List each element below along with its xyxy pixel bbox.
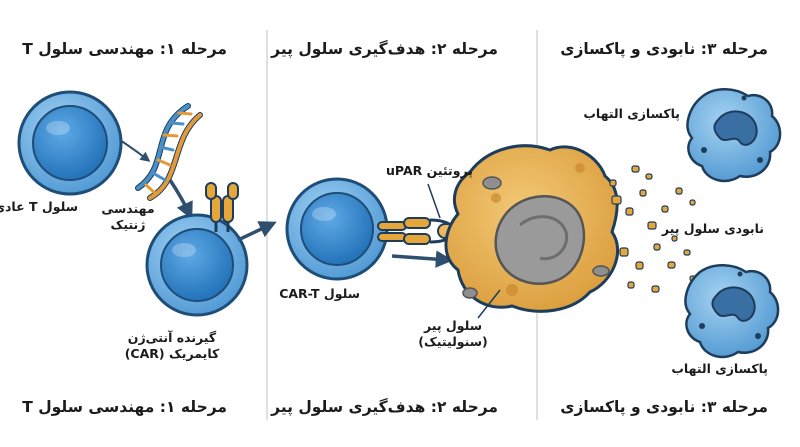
dna-helix-icon — [135, 103, 203, 201]
stage3-footer-title: مرحله ۳: نابودی و پاکسازی — [560, 398, 768, 416]
car-upar-binding-icon — [377, 217, 463, 245]
upar-protein-label: پروتئین uPAR — [386, 163, 473, 178]
stage1-title: مرحله ۱: مهندسی سلول T — [22, 40, 227, 58]
stage2-title: مرحله ۲: هدف‌گیری سلول پیر — [271, 40, 498, 58]
arrow-normal-to-dna — [119, 139, 151, 162]
genetic-engineering-label: مهندسی ژنتیک — [100, 201, 156, 233]
car-receptor-icon — [205, 182, 239, 232]
engineered-car-tcell — [145, 213, 249, 317]
stage3-title: مرحله ۳: نابودی و پاکسازی — [560, 40, 768, 58]
senescent-cell — [444, 144, 620, 313]
inflammation-clearance-top-label: پاکسازی التهاب — [583, 106, 680, 121]
senescent-pointer — [477, 289, 501, 319]
macrophage-top — [686, 88, 782, 183]
car-tcell-label: سلول CAR-T — [279, 286, 360, 301]
normal-tcell — [17, 90, 123, 196]
genetic-engineering-line2: ژنتیک — [110, 217, 146, 232]
upar-pointer — [427, 183, 441, 219]
car-receptor-line2: کایمریک (CAR) — [124, 346, 220, 361]
arrow-attack — [391, 250, 454, 268]
senescent-cell-line1: سلول پیر — [423, 318, 482, 333]
car-receptor-label: گیرنده آنتی‌ژن کایمریک (CAR) — [116, 330, 228, 362]
destroy-senescent-label: نابودی سلول پیر — [661, 221, 764, 236]
inflammation-clearance-bottom-label: پاکسازی التهاب — [671, 361, 768, 376]
macrophage-bottom — [684, 264, 780, 359]
arrow-stage1-to-stage2 — [237, 221, 277, 242]
genetic-engineering-line1: مهندسی — [101, 201, 155, 216]
stage1-footer-title: مرحله ۱: مهندسی سلول T — [22, 398, 227, 416]
arrow-dna-to-cart — [168, 179, 193, 220]
stage2-footer-title: مرحله ۲: هدف‌گیری سلول پیر — [271, 398, 498, 416]
senescent-cell-label: سلول پیر (سنولیتیک) — [410, 318, 496, 350]
senescent-cell-line2: (سنولیتیک) — [418, 334, 488, 349]
car-receptor-line1: گیرنده آنتی‌ژن — [127, 330, 217, 345]
normal-tcell-label: سلول T عادی — [0, 199, 78, 214]
car-tcell — [285, 177, 389, 281]
